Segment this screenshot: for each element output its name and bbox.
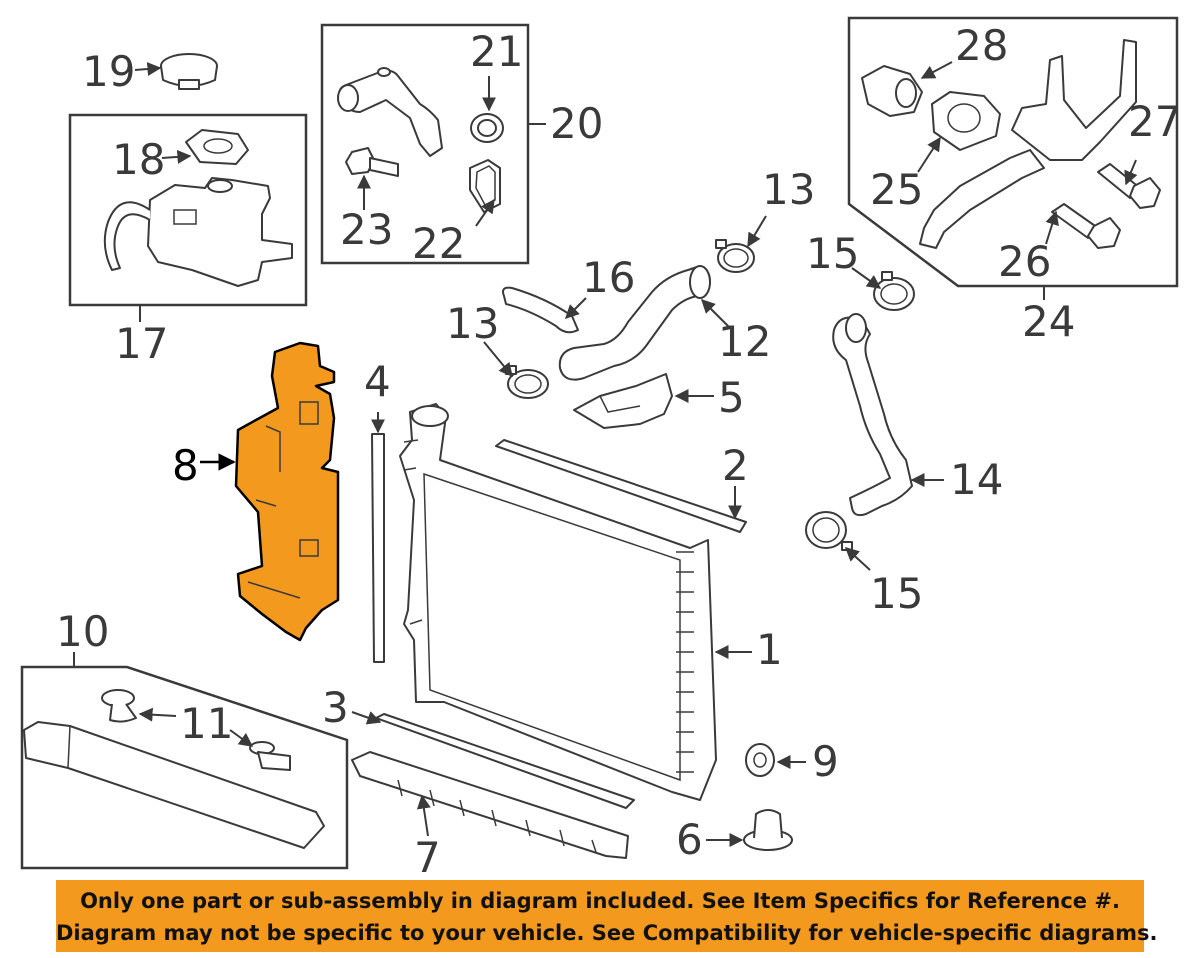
callout-8: 8 [172,441,199,490]
part-21-seal [470,113,504,143]
part-28-plug [861,65,923,117]
part-15-clamp-upper [873,271,915,311]
box-17 [68,113,308,307]
callout-26: 26 [998,237,1051,286]
part-13-clamp-upper [715,239,755,273]
callout-27: 27 [1128,97,1181,146]
part-27-bolt [1097,163,1161,209]
part-24-pipe [919,39,1137,249]
part-8-detail [247,401,319,599]
callout-23: 23 [340,205,393,254]
part-22-gasket [469,159,501,213]
part-16-hose [502,286,579,334]
callout-17: 17 [115,319,168,368]
callout-15-lower: 15 [870,569,923,618]
part-3-seal [375,713,635,809]
part-9-washer [745,743,775,777]
part-26-bolt [1051,203,1121,249]
parts-diagram: 19 18 17 21 20 22 23 28 25 27 26 24 13 1… [20,16,1181,880]
callout-12: 12 [718,317,771,366]
part-25-gasket [931,91,1001,151]
callout-25: 25 [870,165,923,214]
part-11-pins [101,689,291,771]
disclaimer-line-1: Only one part or sub-assembly in diagram… [80,889,1120,913]
part-15-clamp-lower [805,511,853,551]
box-20 [320,23,530,265]
callout-2: 2 [722,441,749,490]
callout-13-upper: 13 [762,165,815,214]
callout-10: 10 [56,607,109,656]
callout-1: 1 [756,625,783,674]
callout-19: 19 [82,47,135,96]
callout-9: 9 [812,737,839,786]
part-8-air-baffle [234,341,340,642]
part-17-reservoir [103,177,293,287]
callout-3: 3 [322,683,349,732]
callout-13-lower: 13 [446,299,499,348]
part-4-seal [371,433,385,663]
part-20-housing [337,67,443,157]
disclaimer-line-2: Diagram may not be specific to your vehi… [56,921,1158,945]
callout-4: 4 [364,357,391,406]
callout-6: 6 [676,815,703,864]
part-6-insulator [743,809,793,851]
callout-16: 16 [582,253,635,302]
callout-18: 18 [112,135,165,184]
leader-lines [73,61,1138,847]
disclaimer-banner: Only one part or sub-assembly in diagram… [56,880,1158,952]
callout-22: 22 [412,219,465,268]
callout-11: 11 [180,699,233,748]
callout-28: 28 [955,21,1008,70]
part-7-bracket [351,751,629,859]
box-10 [20,665,349,870]
part-14-hose [832,313,913,517]
part-13-clamp-lower [505,365,549,399]
callout-14: 14 [950,455,1003,504]
box-24 [847,16,1179,288]
part-5-bracket [573,373,673,429]
callout-5: 5 [718,373,745,422]
callout-15-upper: 15 [806,229,859,278]
part-12-hose [558,265,711,381]
part-19-cap [160,53,218,90]
callout-24: 24 [1022,297,1075,346]
part-23-bolt [345,147,399,177]
callout-7: 7 [414,833,441,880]
part-1-radiator [399,403,717,801]
callout-21: 21 [470,27,523,76]
part-10-deflector [23,721,325,849]
part-18-reservoir-cap [185,129,249,165]
part-2-seal [495,439,747,533]
callout-20: 20 [550,99,603,148]
